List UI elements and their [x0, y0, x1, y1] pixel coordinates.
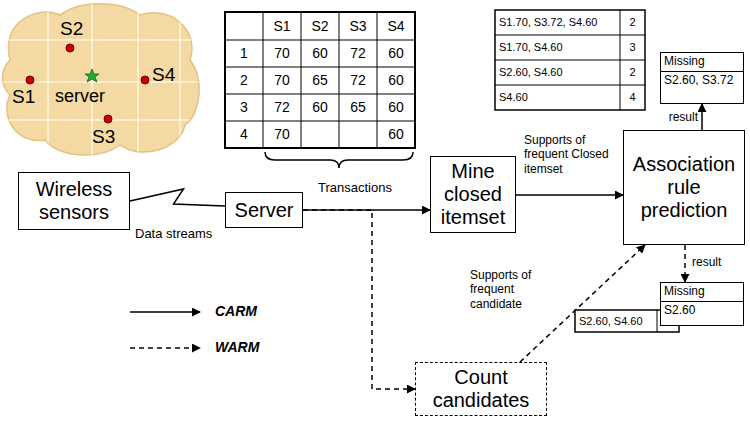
node-text: Count candidates: [419, 366, 543, 412]
table-grid: [495, 10, 645, 110]
map-label: S2: [60, 18, 83, 40]
table-cell: 60: [377, 40, 415, 67]
table-cell: 72: [263, 94, 301, 121]
connector: [303, 210, 415, 389]
result-box: MissingS2.60: [660, 282, 744, 326]
table-rule: [495, 35, 645, 36]
table-cell: 72: [339, 40, 377, 67]
table-cell: S2.60, S4.60: [575, 310, 657, 332]
sensor-dot: [141, 76, 149, 84]
table-border: [225, 12, 415, 148]
table-border: [495, 10, 645, 110]
edge-label: Supports of frequent candidate: [470, 268, 556, 311]
legend-sample: [130, 311, 200, 313]
table-rule: [377, 12, 378, 148]
table-cell: S1: [263, 12, 301, 40]
sensor-dot: [104, 115, 112, 123]
region-map: [3, 4, 200, 155]
process-box: Wireless sensors: [18, 172, 130, 230]
map-label: S1: [12, 86, 35, 108]
table-rule: [263, 12, 264, 148]
legend-sample: [130, 347, 200, 349]
process-box: Association rule prediction: [623, 130, 745, 245]
table-cell: 72: [339, 67, 377, 94]
map-label: server: [55, 86, 105, 107]
connector: [516, 194, 623, 196]
edge-label: Data streams: [135, 226, 225, 242]
node-text: Association rule prediction: [627, 153, 741, 222]
table-cell: 60: [377, 67, 415, 94]
connector: [684, 245, 686, 282]
process-box: Mine closed itemset: [430, 156, 516, 233]
table-cell: 60: [377, 121, 415, 148]
table-cell: S4.60: [495, 85, 620, 110]
sensor-dot: [66, 44, 74, 52]
legend-label: WARM: [215, 339, 259, 355]
node-text: Missing: [661, 53, 743, 72]
table-cell: 60: [301, 94, 339, 121]
table-cell: 2: [620, 10, 645, 35]
map-label: S4: [152, 64, 175, 86]
table-rule: [225, 121, 415, 122]
node-text: Wireless sensors: [22, 178, 126, 224]
grid-line: [0, 39, 210, 41]
server-star: [85, 69, 99, 82]
table-cell: 60: [301, 40, 339, 67]
table-cell: 1: [225, 40, 263, 67]
table-rule: [495, 60, 645, 61]
table-rule: [657, 310, 658, 332]
grid-line: [137, 0, 139, 170]
node-text: S2.60: [661, 302, 743, 320]
grid-line: [47, 0, 49, 170]
table-cell: 65: [339, 94, 377, 121]
table-cell: S2: [301, 12, 339, 40]
table-cell: 70: [263, 121, 301, 148]
result-box: MissingS2.60, S3.72: [660, 52, 744, 104]
node-text: Mine closed itemset: [434, 160, 512, 229]
node-text: Missing: [661, 283, 743, 302]
edge-label: Supports of frequent Closed itemset: [524, 133, 620, 176]
node-text: Server: [235, 199, 294, 222]
connector: [701, 104, 703, 130]
table-cell: 65: [301, 67, 339, 94]
legend-label: CARM: [215, 303, 257, 319]
table-rule: [225, 40, 415, 41]
map-label: S3: [92, 126, 115, 148]
table-cell: S2.60, S4.60: [495, 60, 620, 85]
table-rule: [225, 94, 415, 95]
table-cell: 2: [225, 67, 263, 94]
table-cell: S1.70, S4.60: [495, 35, 620, 60]
table-cell: S1.70, S3.72, S4.60: [495, 10, 620, 35]
sensor-dot: [26, 76, 34, 84]
table-cell: S3: [339, 12, 377, 40]
table-rule: [225, 67, 415, 68]
grid-line: [179, 0, 181, 170]
edge-label: Transactions: [318, 180, 398, 196]
edge-label: result: [660, 110, 698, 124]
process-box: Server: [225, 192, 303, 228]
brace: [265, 152, 413, 168]
table-cell: 2: [620, 60, 645, 85]
edge-label: result: [692, 255, 732, 269]
table-cell: 60: [377, 94, 415, 121]
connector: [130, 189, 225, 206]
table-grid: [225, 12, 415, 148]
table-cell: 4: [225, 121, 263, 148]
table-rule: [495, 85, 645, 86]
table-rule: [339, 12, 340, 148]
node-text: S2.60, S3.72: [661, 72, 743, 90]
connector: [520, 245, 645, 362]
table-cell: 70: [263, 67, 301, 94]
table-cell: S4: [377, 12, 415, 40]
table-cell: 3: [620, 35, 645, 60]
table-cell: 70: [263, 40, 301, 67]
process-box: Count candidates: [415, 362, 547, 416]
table-rule: [301, 12, 302, 148]
table-cell: 4: [620, 85, 645, 110]
map-grid: [0, 0, 210, 170]
table-cell: 3: [225, 94, 263, 121]
